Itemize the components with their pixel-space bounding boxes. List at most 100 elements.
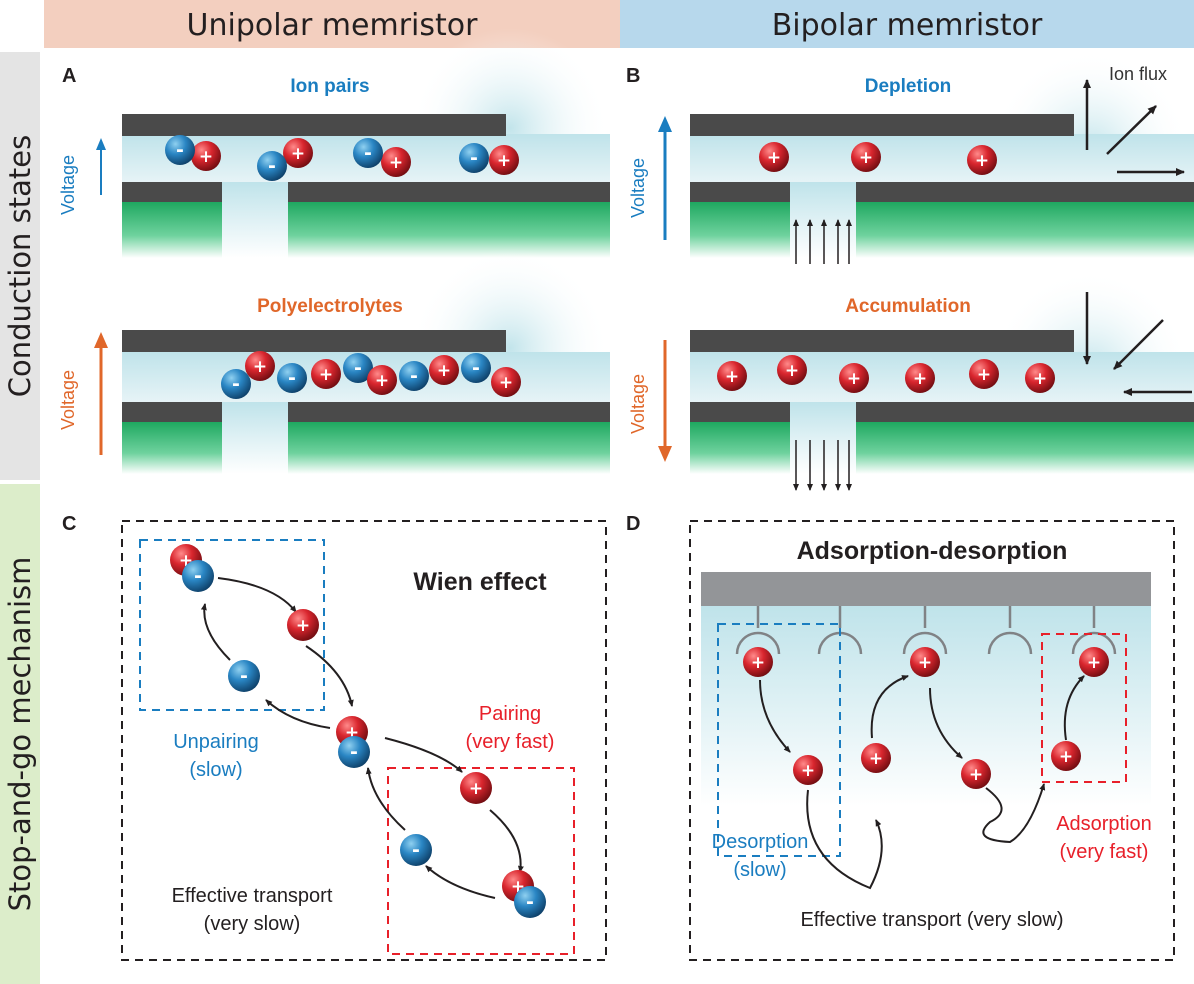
cation-sign: +: [375, 371, 389, 391]
panel-letter-d: D: [626, 513, 640, 535]
anion-sign: -: [176, 139, 184, 161]
title-depletion: Depletion: [865, 76, 952, 97]
cation-sign: +: [199, 147, 213, 167]
title-polyelectrolytes: Polyelectrolytes: [257, 296, 403, 317]
label-effective-transport: Effective transport (very slow): [800, 909, 1063, 931]
panel-letter-c: C: [62, 513, 76, 535]
cation-sphere: +: [793, 755, 823, 785]
panel-b-depletion: Depletion Voltage Ion flux: [628, 50, 1194, 264]
flux-arrow-diagonal-in: [1113, 319, 1164, 370]
anion-sign: -: [470, 147, 478, 169]
panel-b-accumulation: Accumulation Voltage: [628, 270, 1194, 491]
cation-sign: +: [469, 779, 483, 799]
title-wien-effect: Wien effect: [413, 568, 547, 596]
anion-sphere: -: [399, 361, 429, 391]
cation-sign: +: [969, 765, 983, 785]
anion-sign: -: [350, 741, 358, 763]
anion-sign: -: [240, 665, 248, 687]
cation-sign: +: [1033, 369, 1047, 389]
label-desorption: Desorption: [712, 831, 809, 853]
anion-sign: -: [288, 367, 296, 389]
cation-sphere: +: [460, 772, 492, 804]
header-unipolar: Unipolar memristor: [187, 8, 479, 43]
cation-sign: +: [725, 367, 739, 387]
cation-sphere: +: [839, 363, 869, 393]
cation-sphere: +: [861, 743, 891, 773]
cation-sphere: +: [1025, 363, 1055, 393]
anion-sign: -: [410, 365, 418, 387]
panel-a-ion-pairs: Ion pairs Voltage: [58, 28, 610, 258]
panel-c-wien-effect: Wien effect Unpairing (slow) Pairing (ve…: [121, 520, 607, 961]
cation-sphere: +: [717, 361, 747, 391]
title-adsorption-desorption: Adsorption-desorption: [797, 537, 1068, 565]
cation-sphere: +: [191, 141, 221, 171]
anion-sphere: -: [277, 363, 307, 393]
panel-d-frame: [689, 520, 1175, 961]
voltage-label: Voltage: [58, 155, 78, 215]
adsorption-box: [1041, 633, 1127, 783]
cation-sphere: +: [245, 351, 275, 381]
label-adsorption: Adsorption: [1056, 813, 1152, 835]
cation-sign: +: [785, 361, 799, 381]
cation-sign: +: [389, 153, 403, 173]
ions-layer: +-+-+-+-+--+-+-+-+++++++++++-+-+-+-+-+++…: [165, 135, 1109, 918]
cation-sign: +: [497, 151, 511, 171]
header-right-band: [620, 0, 1194, 48]
cation-sign: +: [859, 148, 873, 168]
title-ion-pairs: Ion pairs: [290, 76, 369, 97]
label-desorption-speed: (slow): [733, 859, 786, 881]
surface-electrode: [701, 572, 1151, 606]
cation-sphere: +: [743, 647, 773, 677]
pore: [222, 182, 288, 258]
pairing-box: [387, 767, 575, 955]
anion-sign: -: [194, 565, 202, 587]
cation-sphere: +: [381, 147, 411, 177]
panel-d-adsorption-desorption: Adsorption-desorption Desorption (slow) …: [689, 520, 1175, 961]
solution-region: [701, 606, 1151, 806]
side-band-top: [0, 52, 40, 480]
anion-sign: -: [232, 373, 240, 395]
cation-sign: +: [767, 148, 781, 168]
label-effective-transport-speed: (very slow): [204, 913, 301, 935]
side-label-stop-and-go: Stop-and-go mechanism: [3, 557, 37, 912]
side-band-bottom: [0, 484, 40, 984]
cation-sign: +: [847, 369, 861, 389]
cation-sign: +: [296, 616, 310, 636]
anion-sphere: -: [514, 886, 546, 918]
label-pairing-speed: (very fast): [466, 731, 555, 753]
cation-sphere: +: [1079, 647, 1109, 677]
panel-c-frame: [121, 520, 607, 961]
anion-sign: -: [526, 891, 534, 913]
title-accumulation: Accumulation: [845, 296, 971, 317]
cation-sphere: +: [961, 759, 991, 789]
anion-sphere: -: [459, 143, 489, 173]
anion-sign: -: [364, 142, 372, 164]
header-bipolar: Bipolar memristor: [772, 8, 1043, 43]
side-label-conduction: Conduction states: [3, 135, 37, 397]
cation-sphere: +: [759, 142, 789, 172]
anion-sphere: -: [165, 135, 195, 165]
cation-sphere: +: [905, 363, 935, 393]
substrate: [122, 202, 222, 258]
cation-sign: +: [291, 144, 305, 164]
binding-sites: [735, 606, 1117, 655]
voltage-label: Voltage: [628, 374, 648, 434]
unpairing-box: [139, 539, 325, 711]
cation-sign: +: [751, 653, 765, 673]
cation-sign: +: [913, 369, 927, 389]
ion-flux-label: Ion flux: [1109, 64, 1167, 84]
anion-sphere: -: [400, 834, 432, 866]
cation-sphere: +: [491, 367, 521, 397]
panel-letter-b: B: [626, 65, 640, 87]
anion-sign: -: [354, 357, 362, 379]
voltage-label: Voltage: [628, 158, 648, 218]
anion-sign: -: [268, 155, 276, 177]
label-effective-transport: Effective transport: [172, 885, 333, 907]
anion-sphere: -: [182, 560, 214, 592]
cation-sphere: +: [910, 647, 940, 677]
cation-sign: +: [869, 749, 883, 769]
cation-sphere: +: [969, 359, 999, 389]
cation-sign: +: [918, 653, 932, 673]
cation-sphere: +: [489, 145, 519, 175]
